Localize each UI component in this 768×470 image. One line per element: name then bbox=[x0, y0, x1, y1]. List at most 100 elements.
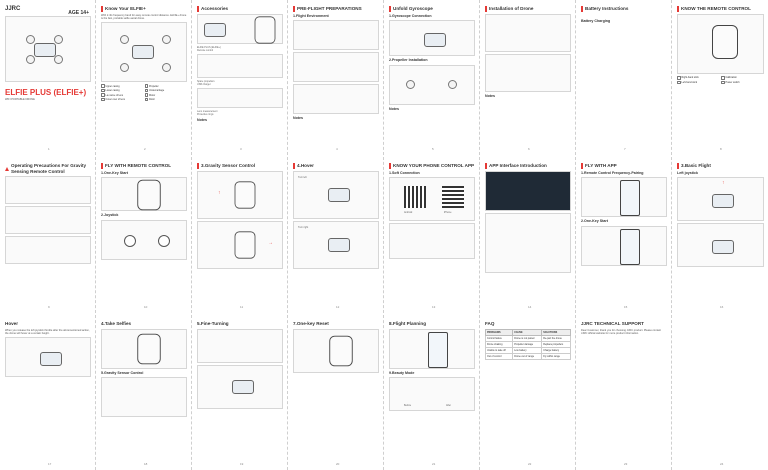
fly-remote-panel: FLY WITH REMOTE CONTROL 1.One-Key Start … bbox=[96, 157, 192, 313]
accessory-extras-illustration bbox=[197, 88, 283, 108]
section-title: Installation of Drone bbox=[489, 6, 534, 12]
subsection-title: 1.Soft Connection bbox=[389, 171, 420, 175]
heading-bar-icon bbox=[389, 163, 391, 169]
remote-control-icon bbox=[137, 180, 161, 211]
remote-illustration bbox=[677, 14, 764, 74]
know-remote-panel: KNOW THE REMOTE CONTROL Right-hand stick… bbox=[672, 0, 768, 155]
page-number: 8 bbox=[720, 147, 722, 152]
legend-label: Left-hand stick bbox=[681, 80, 698, 84]
parts-legend: Upper casing Propeller Lower casing Unde… bbox=[101, 84, 187, 102]
section-title: Battery Instructions bbox=[585, 6, 629, 12]
section-title: 7.One-key Reset bbox=[293, 321, 329, 326]
rotor-icon bbox=[162, 35, 171, 45]
gravity-forward-illustration: ↑ bbox=[197, 171, 283, 219]
page-number: 24 bbox=[720, 462, 724, 467]
before-label: Before bbox=[404, 404, 412, 408]
part-icon bbox=[144, 93, 148, 97]
part-icon bbox=[101, 84, 105, 88]
iphone-label: iPhone bbox=[444, 211, 452, 215]
propeller-illustration bbox=[389, 64, 475, 105]
faq-table: PROBLEMS CAUSE SOLUTIONS Control failure… bbox=[484, 328, 571, 360]
back-cover-panel: 24 bbox=[672, 315, 768, 470]
drone-body-icon bbox=[328, 188, 350, 202]
part-label: Undercarriage bbox=[149, 89, 165, 93]
heading-bar-icon bbox=[677, 6, 679, 12]
qr-code-illustration: Android iPhone bbox=[389, 177, 475, 222]
section-text: With 2.4G frequency band for easy remote… bbox=[101, 14, 187, 21]
page-number: 3 bbox=[240, 147, 242, 152]
accessory-label: Lens measurement bbox=[197, 110, 218, 113]
legend-icon bbox=[721, 80, 725, 84]
phone-icon bbox=[428, 331, 448, 368]
unfold-gyroscope-panel: Unfold Gyroscope 1.Gyroscope Connection … bbox=[384, 0, 480, 155]
fine-tuning-panel: 5.Fine-Turning 19 bbox=[192, 315, 288, 470]
drone-body-icon bbox=[712, 194, 734, 209]
page-number: 18 bbox=[144, 462, 148, 467]
product-title: ELFIE PLUS (ELFIE+) bbox=[5, 87, 87, 97]
heading-bar-icon bbox=[485, 163, 487, 169]
fly-app-panel: FLY WITH APP 1.Remote Control Frequency-… bbox=[576, 157, 672, 313]
reset-illustration bbox=[293, 328, 379, 373]
joystick-icon bbox=[158, 234, 170, 247]
gravity-control-panel: 3.Gravity Sensor Control ↑ → 11 bbox=[192, 157, 288, 313]
joystick-illustration bbox=[101, 219, 187, 260]
heading-bar-icon bbox=[581, 163, 583, 169]
part-icon bbox=[144, 88, 148, 93]
flight-planning-panel: 8.Flight Planning 9.Beauty Mode Before A… bbox=[384, 315, 480, 470]
part-label: Lower casing bbox=[105, 89, 120, 93]
phone-icon bbox=[620, 180, 640, 217]
section-title: KNOW YOUR PHONE CONTROL APP bbox=[393, 163, 475, 169]
wifi-illustration bbox=[389, 223, 475, 260]
beauty-mode-illustration: Before After bbox=[389, 377, 475, 412]
page-number: 12 bbox=[336, 305, 340, 310]
section-title: FLY WITH APP bbox=[585, 163, 617, 169]
section-title: APP Interface Introduction bbox=[489, 163, 547, 169]
subsection-title: 1.One-Key Start bbox=[101, 171, 128, 175]
joystick-icon bbox=[124, 234, 136, 247]
heading-bar-icon bbox=[485, 6, 487, 12]
drone-illustration bbox=[5, 15, 91, 82]
legend-icon bbox=[721, 76, 725, 80]
remote-control-icon bbox=[254, 16, 276, 44]
accessory-label: ELFIE PLUS (ELFIE+) bbox=[197, 46, 221, 49]
qr-code-icon bbox=[404, 186, 426, 209]
basic-flight-panel: 3.Basic Flight Left joystick ↑ 16 bbox=[672, 157, 768, 313]
battery-install-illustration bbox=[485, 54, 571, 92]
heading-bar-icon bbox=[293, 6, 295, 12]
preflight-panel: PRE-FLIGHT PREPARATIONS 1.Flight Environ… bbox=[288, 0, 384, 155]
rotor-icon bbox=[54, 34, 63, 44]
page-number: 9 bbox=[48, 305, 50, 310]
accessory-label: Protective rings bbox=[197, 113, 214, 116]
accessory-parts-illustration bbox=[197, 54, 283, 78]
heading-bar-icon bbox=[197, 6, 199, 12]
arrow-up-icon: ↑ bbox=[722, 180, 725, 187]
remote-control-icon bbox=[234, 181, 256, 209]
one-key-start-illustration bbox=[101, 177, 187, 212]
heading-bar-icon bbox=[389, 6, 391, 12]
gravity-side-illustration: → bbox=[197, 221, 283, 269]
drone-body-icon bbox=[132, 45, 154, 60]
section-title: Accessories bbox=[201, 6, 229, 12]
arrow-icon: ↑ bbox=[218, 190, 221, 196]
notes-heading: Notes bbox=[293, 116, 303, 121]
section-title: 3.Gravity Sensor Control bbox=[201, 163, 256, 169]
cover-panel: JJRC AGE 14+ ELFIE PLUS (ELFIE+) WIFI PO… bbox=[0, 0, 96, 155]
heading-bar-icon bbox=[101, 163, 103, 169]
android-label: Android bbox=[404, 211, 413, 215]
turn-left-label: Turn left bbox=[298, 176, 307, 179]
qr-code-icon bbox=[442, 186, 464, 209]
subsection-title: Battery Charging bbox=[581, 19, 611, 24]
gravity-precautions-panel: Operating Precautions For Gravity Sensin… bbox=[0, 157, 96, 313]
app-interface-panel: APP Interface Introduction 14 bbox=[480, 157, 576, 313]
section-title: FLY WITH REMOTE CONTROL bbox=[105, 163, 172, 169]
section-title: FAQ bbox=[485, 321, 495, 326]
heading-bar-icon bbox=[101, 6, 103, 12]
drone-body-icon bbox=[328, 238, 350, 252]
drone-body-icon bbox=[232, 379, 254, 394]
notes-heading: Notes bbox=[389, 106, 399, 111]
rotor-icon bbox=[120, 63, 129, 73]
drone-body-icon bbox=[712, 240, 734, 255]
row-1: JJRC AGE 14+ ELFIE PLUS (ELFIE+) WIFI PO… bbox=[0, 0, 768, 155]
accessory-label: Spare propellers bbox=[197, 80, 215, 83]
propeller-icon bbox=[406, 79, 415, 89]
